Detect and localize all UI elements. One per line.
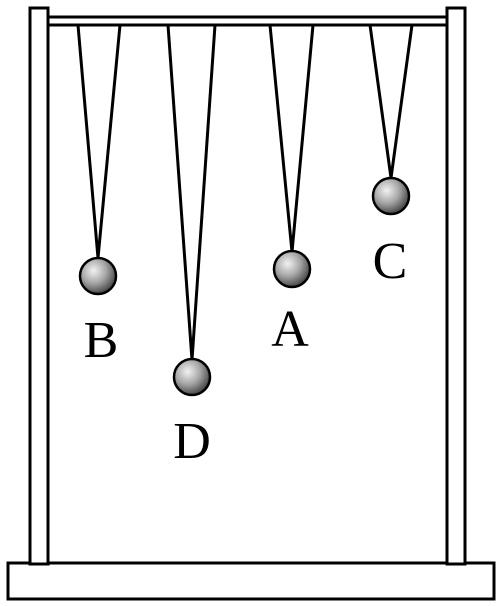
ball-c xyxy=(371,176,411,216)
ball-b xyxy=(78,256,118,296)
frame xyxy=(6,6,496,601)
right-post xyxy=(445,6,467,566)
base-plate xyxy=(6,561,496,601)
label-d: D xyxy=(173,413,211,470)
string-b xyxy=(76,24,122,259)
ball-a xyxy=(272,249,312,289)
ball-d xyxy=(172,357,212,397)
string-d xyxy=(166,24,217,361)
label-b: B xyxy=(84,312,119,369)
pendulum-strings xyxy=(76,24,414,361)
pendulum-bobs xyxy=(78,176,411,397)
label-c: C xyxy=(373,233,408,290)
top-crossbar xyxy=(46,15,449,27)
label-a: A xyxy=(271,301,309,358)
string-a xyxy=(268,24,315,253)
left-post xyxy=(28,6,50,566)
string-c xyxy=(368,24,414,179)
pendulum-labels: B D A C xyxy=(84,233,408,470)
